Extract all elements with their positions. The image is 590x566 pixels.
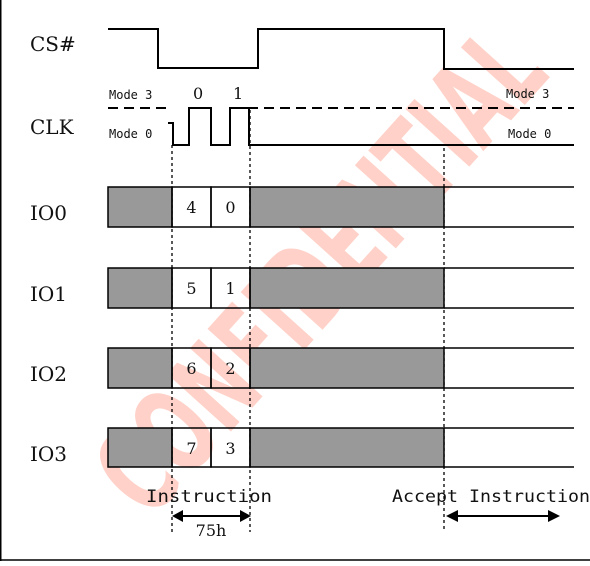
io2-dont-care-pre (107, 347, 173, 389)
io0-dont-care-post (249, 186, 445, 228)
io1-dont-care-post (249, 267, 445, 309)
instruction-caption: Instruction (146, 487, 272, 507)
instruction-width-arrow (172, 510, 251, 522)
io0-dont-care-pre (107, 186, 173, 228)
io3-bit-b: 3 (225, 439, 235, 458)
io1-dont-care-pre (107, 267, 173, 309)
cs-waveform (108, 28, 574, 70)
io2-label: IO2 (30, 362, 67, 386)
clk-mode3-right: Mode 3 (506, 87, 549, 101)
io3-dont-care-post (249, 427, 445, 468)
io1-label: IO1 (30, 282, 67, 306)
clk-edge-0: 0 (193, 84, 203, 103)
clk-mode3-left: Mode 3 (109, 88, 152, 102)
io3-bit-cell-b (210, 427, 251, 468)
clk-waveform (168, 107, 574, 146)
io1-bit-cell-b (210, 267, 251, 309)
io0-label: IO0 (30, 201, 67, 225)
io0-bit-b: 0 (225, 198, 235, 217)
io0-bit-cell-b (210, 186, 251, 228)
io1-bit-b: 1 (225, 279, 235, 298)
io0-bit-a: 4 (186, 198, 196, 217)
io2-dont-care-post (249, 347, 445, 389)
opcode-label: 75h (196, 521, 227, 540)
io3-label: IO3 (30, 442, 67, 466)
io2-bit-cell-b (210, 347, 251, 389)
io3-dont-care-pre (107, 427, 173, 468)
io1-bit-a: 5 (186, 279, 196, 298)
io2-bit-b: 2 (225, 359, 235, 378)
io3-bit-a: 7 (186, 439, 196, 458)
clk-mode0-left: Mode 0 (109, 127, 152, 141)
clk-mode0-right: Mode 0 (508, 127, 551, 141)
accept-instruction-caption: Accept Instruction (392, 487, 590, 507)
io2-bit-a: 6 (186, 359, 196, 378)
clk-label: CLK (30, 115, 75, 139)
clk-edge-1: 1 (233, 84, 243, 103)
accept-arrow (446, 510, 560, 522)
cs-label: CS# (30, 32, 76, 56)
